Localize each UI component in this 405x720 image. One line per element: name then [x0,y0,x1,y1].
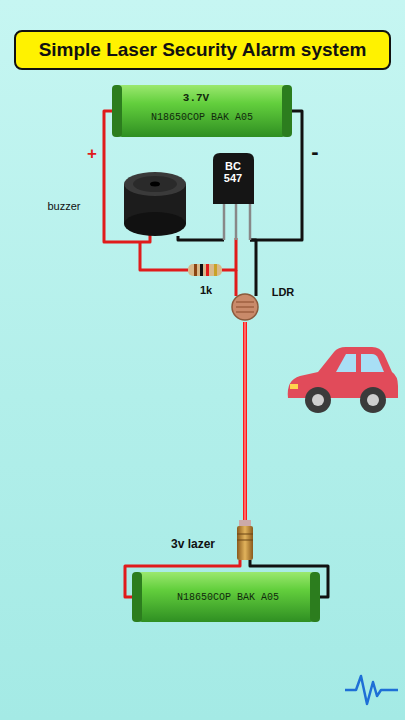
wires [104,111,302,296]
battery-voltage: 3.7V [183,92,209,104]
logo-icon [345,676,398,704]
laser-module [237,520,253,560]
ldr-symbol [232,294,258,320]
buzzer-symbol [124,172,186,236]
battery-marking: N18650COP BAK A05 [151,112,253,123]
resistor-value: 1k [200,284,212,296]
resistor-symbol [188,264,222,276]
part-name: 3v lazer [171,538,215,551]
battery-marking: N18650COP BAK A05 [177,592,279,603]
battery-top [112,85,292,137]
transistor-marking: BC 547 [219,160,247,184]
polarity-minus: - [311,140,318,164]
transistor-symbol [213,153,254,240]
title-text: Simple Laser Security Alarm system [39,39,367,61]
part-name: buzzer [47,200,80,212]
battery-bottom [132,572,320,622]
part-name: LDR [272,286,295,298]
wires-bottom [125,560,328,597]
laser-beam [245,322,246,524]
polarity-plus: + [87,145,97,164]
title-banner: Simple Laser Security Alarm system [14,30,391,70]
car-icon [288,347,398,413]
